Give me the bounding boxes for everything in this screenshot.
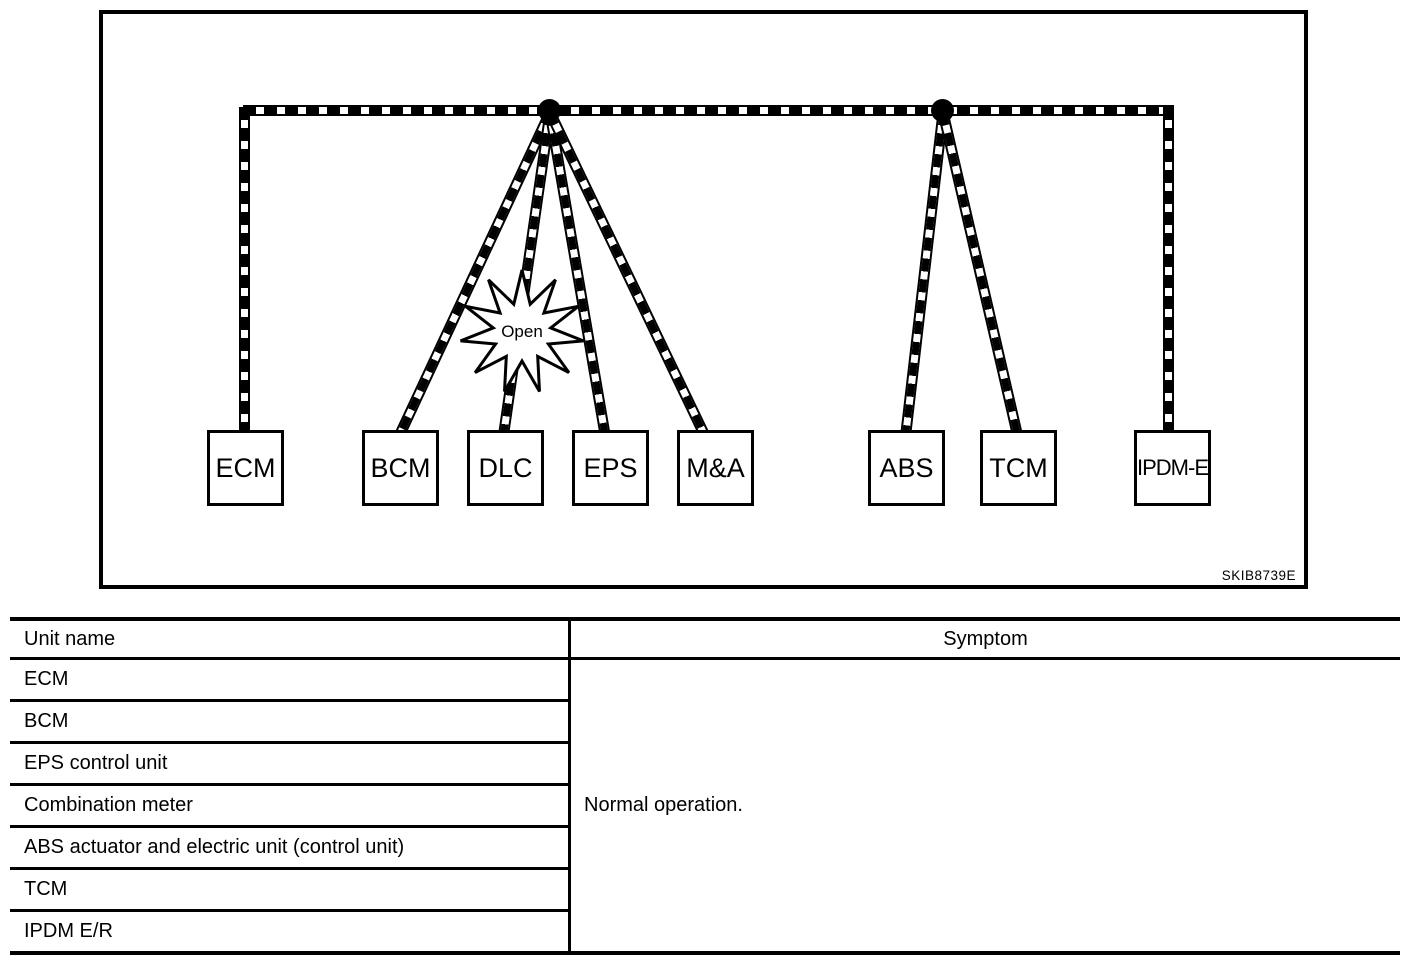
- table-row: ABS actuator and electric unit (control …: [10, 826, 1400, 870]
- unit-cell: EPS control unit: [10, 742, 571, 786]
- unit-cell: ABS actuator and electric unit (control …: [10, 826, 571, 870]
- open-burst: Open: [455, 265, 589, 399]
- node-ecm: ECM: [207, 430, 284, 506]
- table-row: TCM: [10, 868, 1400, 912]
- can-bus-line: [243, 105, 1174, 116]
- node-dlc: DLC: [467, 430, 544, 506]
- table-row: BCM: [10, 700, 1400, 744]
- node-label: DLC: [478, 452, 533, 483]
- node-tcm: TCM: [980, 430, 1057, 506]
- table-row: IPDM E/R: [10, 910, 1400, 953]
- unit-cell: BCM: [10, 700, 571, 744]
- node-ma: M&A: [677, 430, 754, 506]
- junction-dot-left: [538, 99, 561, 122]
- node-abs: ABS: [868, 430, 945, 506]
- node-ipdm: IPDM-E: [1134, 430, 1211, 506]
- node-label: BCM: [370, 452, 431, 483]
- can-drop-line-ecm: [239, 107, 250, 433]
- node-label: ABS: [879, 452, 934, 483]
- unit-cell: Combination meter: [10, 784, 571, 828]
- image-code-label: SKIB8739E: [1221, 568, 1296, 583]
- unit-cell: ECM: [10, 658, 571, 702]
- node-label: EPS: [583, 452, 638, 483]
- symptom-cell: Normal operation.: [584, 794, 743, 816]
- burst-icon: [460, 269, 584, 393]
- node-label: M&A: [686, 452, 745, 483]
- open-label: Open: [501, 322, 543, 341]
- table-row: EPS control unit: [10, 742, 1400, 786]
- node-eps: EPS: [572, 430, 649, 506]
- unit-cell: IPDM E/R: [10, 910, 571, 953]
- symptom-header: Symptom: [569, 619, 1400, 660]
- node-bcm: BCM: [362, 430, 439, 506]
- table-row: ECM Normal operation.: [10, 658, 1400, 816]
- symptom-table: Unit name Symptom ECM Normal operation. …: [10, 617, 1400, 955]
- node-label: IPDM-E: [1137, 455, 1209, 480]
- unit-name-header: Unit name: [10, 619, 571, 660]
- table-row: Combination meter: [10, 784, 1400, 828]
- node-label: ECM: [215, 452, 276, 483]
- table-header-row: Unit name Symptom: [10, 619, 1400, 660]
- node-label: TCM: [989, 452, 1048, 483]
- unit-cell: TCM: [10, 868, 571, 912]
- junction-dot-right: [931, 99, 954, 122]
- can-drop-line-ipdm: [1163, 107, 1174, 433]
